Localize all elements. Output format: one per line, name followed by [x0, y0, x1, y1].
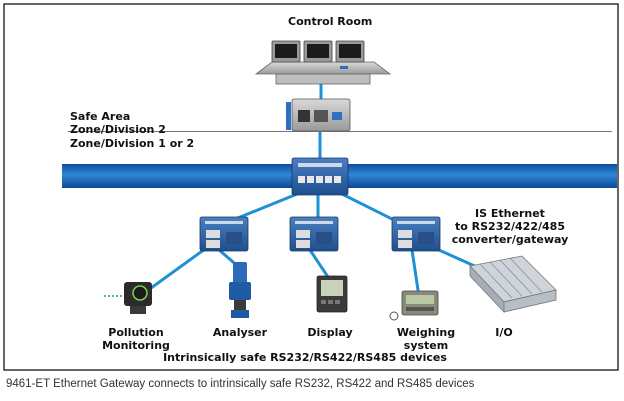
diagram-border	[3, 3, 619, 371]
converter-label-line3: converter/gateway	[451, 233, 569, 246]
safe-area-label: Safe Area	[70, 110, 131, 123]
devices-caption: Intrinsically safe RS232/RS422/RS485 dev…	[163, 351, 447, 364]
io-rack-device	[469, 255, 557, 314]
cable-to-weighing-system	[410, 248, 420, 292]
pollution-monitoring-label-line2: Monitoring	[102, 339, 170, 352]
zone-division-1-label: Zone/Division 1 or 2	[70, 137, 195, 150]
weighing-system-device	[389, 290, 439, 321]
cable-switch-to-gateway-right	[336, 190, 400, 224]
analyser-device	[229, 262, 251, 318]
display-device	[316, 275, 348, 313]
ethernet-switch	[291, 157, 349, 196]
field-gateway-left	[199, 216, 249, 252]
field-gateway-right	[391, 216, 441, 252]
pollution-monitoring-label-line1: Pollution	[108, 326, 164, 339]
control-room-label: Control Room	[288, 15, 373, 28]
cable-to-display	[308, 248, 332, 282]
weighing-system-label-line1: Weighing	[396, 326, 456, 339]
display-label: Display	[307, 326, 353, 339]
pollution-monitor-device	[104, 282, 152, 314]
figure-caption: 9461-ET Ethernet Gateway connects to int…	[6, 378, 475, 390]
converter-label-line2: to RS232/422/485	[455, 220, 565, 233]
converter-label-line1: IS Ethernet	[475, 207, 545, 220]
field-gateway-center	[289, 216, 339, 252]
weighing-system-label-line2: system	[403, 339, 449, 352]
zone-division-2-label: Zone/Division 2	[70, 123, 166, 136]
control-room-console	[254, 40, 392, 85]
safe-area-gateway	[286, 98, 351, 132]
analyser-label: Analyser	[212, 326, 268, 339]
io-label: I/O	[495, 326, 513, 339]
